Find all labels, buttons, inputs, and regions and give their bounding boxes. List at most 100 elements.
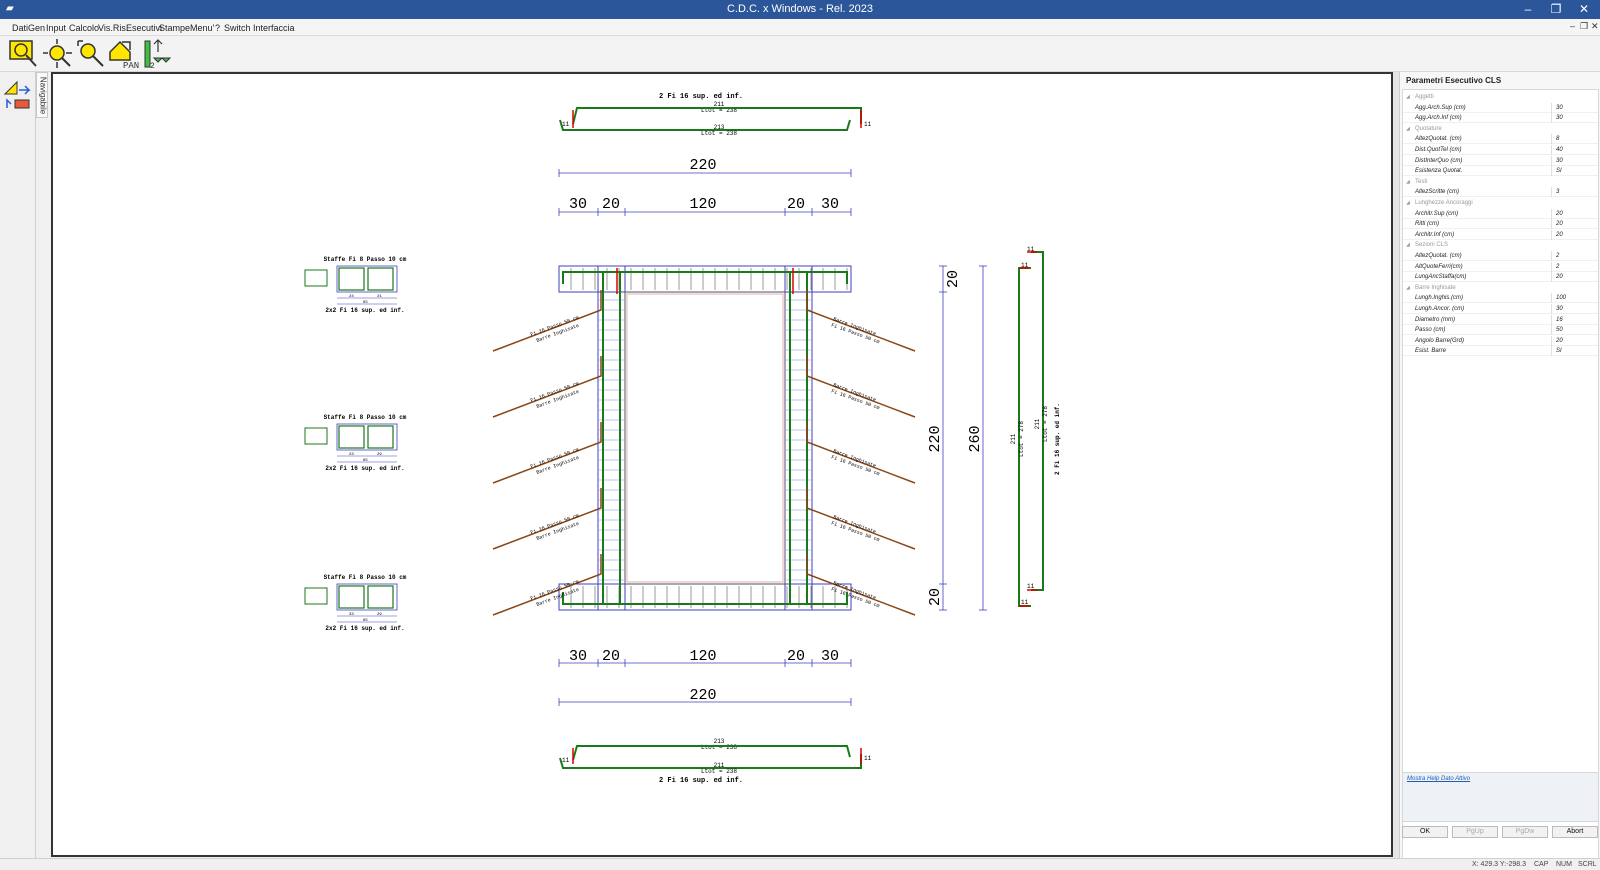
menu-menu[interactable]: Menu' — [190, 23, 215, 33]
property-row[interactable]: DistInterQuo (cm)30 — [1403, 155, 1598, 166]
property-value[interactable]: SI — [1551, 166, 1598, 177]
dim-top-1: 20 — [602, 196, 620, 213]
dim-bot-4: 30 — [821, 648, 839, 665]
collapse-triangle-icon[interactable]: ◢ — [1406, 94, 1410, 100]
property-row[interactable]: Architr.Inf (cm) 20 — [1403, 229, 1598, 240]
property-row[interactable]: Agg.Arch.Sup (cm)30 — [1403, 102, 1598, 113]
property-row[interactable]: Esistenza Quotat.SI — [1403, 166, 1598, 177]
menu-switch-interfaccia[interactable]: Switch Interfaccia — [224, 23, 295, 33]
cross-section-2: Staffe Fi 8 Passo 10 cm 23 29 65 2x2 Fi … — [304, 414, 407, 472]
drawing-canvas[interactable]: 2 Fi 16 sup. ed inf. 211 Ltot = 238 11 1… — [51, 72, 1393, 857]
property-row[interactable]: LungAncStaffa(cm)20 — [1403, 272, 1598, 283]
property-value[interactable]: 2 — [1551, 261, 1598, 272]
menu-calcolo[interactable]: Calcolo — [69, 23, 100, 33]
property-label: Architr.Inf (cm) — [1415, 231, 1455, 238]
property-category[interactable]: ◢Testi — [1403, 177, 1598, 187]
menu-bar: DatiGen Input Calcolo Vis.Ris. Esecutivi… — [0, 19, 1600, 36]
navigabile-tab[interactable]: Navigabile — [36, 72, 48, 118]
property-row[interactable]: Angolo Barre(Grd)20 — [1403, 335, 1598, 346]
property-value[interactable]: 20 — [1551, 335, 1598, 346]
property-value[interactable]: 20 — [1551, 272, 1598, 283]
property-row[interactable]: Architr.Sup (cm)20 — [1403, 208, 1598, 219]
hook-br: 11 — [864, 755, 872, 762]
property-value[interactable]: 16 — [1551, 314, 1598, 325]
vbar-ltot2: Ltot = 278 — [1042, 406, 1049, 442]
mdi-close-icon[interactable]: ✕ — [1591, 21, 1599, 31]
hook-tr: 11 — [864, 121, 872, 128]
property-row[interactable]: AltezQuotat. (cm)8 — [1403, 134, 1598, 145]
dim-top-4: 30 — [821, 196, 839, 213]
app-icon[interactable]: ▰ — [6, 3, 14, 14]
property-category[interactable]: ◢Aggetti — [1403, 92, 1598, 102]
property-category[interactable]: ◢Quotature — [1403, 124, 1598, 134]
property-value[interactable]: 30 — [1551, 113, 1598, 124]
section-3-d3: 65 — [363, 619, 368, 623]
property-value[interactable]: 20 — [1551, 229, 1598, 240]
property-value[interactable]: SI — [1551, 346, 1598, 357]
property-category[interactable]: ◢Lunghezze Ancoraggi — [1403, 198, 1598, 208]
property-value[interactable]: 50 — [1551, 325, 1598, 336]
collapse-triangle-icon[interactable]: ◢ — [1406, 284, 1410, 291]
section-1-d3: 65 — [363, 301, 368, 305]
vbar-len: 211 — [1010, 433, 1017, 444]
property-value[interactable]: 40 — [1551, 145, 1598, 155]
collapse-triangle-icon[interactable]: ◢ — [1406, 178, 1410, 185]
navigator-icon[interactable] — [3, 80, 33, 114]
menu-datigen[interactable]: DatiGen — [12, 23, 46, 33]
property-row[interactable]: Passo (cm)50 — [1403, 325, 1598, 336]
property-value[interactable]: 20 — [1551, 208, 1598, 219]
mdi-restore-icon[interactable]: ❐ — [1580, 21, 1589, 31]
dim-bot-0: 30 — [569, 648, 587, 665]
property-row[interactable]: Agg.Arch.Inf (cm)30 — [1403, 113, 1598, 124]
property-row[interactable]: AltezQuotat. (cm)2 — [1403, 251, 1598, 261]
zoom-extents-icon[interactable] — [42, 38, 74, 70]
collapse-triangle-icon[interactable]: ◢ — [1406, 200, 1410, 206]
property-row[interactable]: AltQuoteFerri(cm)2 — [1403, 261, 1598, 272]
move-element-icon[interactable]: 2 — [142, 38, 174, 70]
pan-icon[interactable]: PAN — [108, 38, 140, 70]
abort-button[interactable]: Abort — [1552, 826, 1598, 838]
property-label: AltezScritte (cm) — [1415, 189, 1460, 196]
property-row[interactable]: Ritti (cm)20 — [1403, 219, 1598, 230]
help-box: Mostra Help Dato Attivo — [1402, 772, 1599, 822]
property-row[interactable]: Lungh.Inghis.(cm)100 — [1403, 293, 1598, 304]
splitter[interactable] — [1393, 72, 1399, 858]
zoom-window-icon[interactable] — [8, 38, 40, 70]
top-bar-label: 2 Fi 16 sup. ed inf. — [659, 93, 743, 101]
help-link[interactable]: Mostra Help Dato Attivo — [1407, 776, 1471, 782]
pan-label: PAN — [123, 61, 139, 70]
pgdw-button[interactable]: PgDw — [1502, 826, 1548, 838]
menu-visris[interactable]: Vis.Ris. — [98, 23, 129, 33]
property-row[interactable]: Dist.QuotTel (cm)40 — [1403, 145, 1598, 155]
property-row[interactable]: Diametro (mm)16 — [1403, 314, 1598, 325]
property-row[interactable]: Lungh.Ancor. (cm)30 — [1403, 304, 1598, 314]
ok-button[interactable]: OK — [1402, 826, 1448, 838]
close-icon[interactable]: ✕ — [1578, 2, 1590, 16]
cross-section-3: Staffe Fi 8 Passo 10 cm 33 29 65 2x2 Fi … — [304, 574, 407, 632]
pgup-button[interactable]: PgUp — [1452, 826, 1498, 838]
collapse-triangle-icon[interactable]: ◢ — [1406, 242, 1410, 249]
property-value[interactable]: 3 — [1551, 187, 1598, 198]
property-value[interactable]: 20 — [1551, 219, 1598, 230]
property-value[interactable]: 30 — [1551, 155, 1598, 166]
mdi-minimize-icon[interactable]: – — [1570, 21, 1576, 31]
property-value[interactable]: 100 — [1551, 293, 1598, 304]
property-value[interactable]: 30 — [1551, 102, 1598, 113]
property-value[interactable]: 2 — [1551, 251, 1598, 261]
collapse-triangle-icon[interactable]: ◢ — [1406, 125, 1410, 132]
minimize-icon[interactable]: – — [1524, 2, 1532, 16]
menu-help[interactable]: ? — [215, 23, 221, 33]
title-bar: ▰ C.D.C. x Windows - Rel. 2023 – ❐ ✕ — [0, 0, 1600, 19]
menu-stampe[interactable]: Stampe — [159, 23, 191, 33]
zoom-dynamic-icon[interactable] — [75, 38, 107, 70]
restore-icon[interactable]: ❐ — [1550, 2, 1562, 16]
property-category[interactable]: ◢Sezioni CLS — [1403, 240, 1598, 250]
menu-input[interactable]: Input — [46, 23, 67, 33]
property-category[interactable]: ◢Barre Inghisate — [1403, 283, 1598, 293]
property-value[interactable]: 30 — [1551, 304, 1598, 314]
menu-esecutivi[interactable]: Esecutivi — [126, 23, 163, 33]
property-row[interactable]: AltezScritte (cm) 3 — [1403, 187, 1598, 198]
property-value[interactable]: 8 — [1551, 134, 1598, 145]
